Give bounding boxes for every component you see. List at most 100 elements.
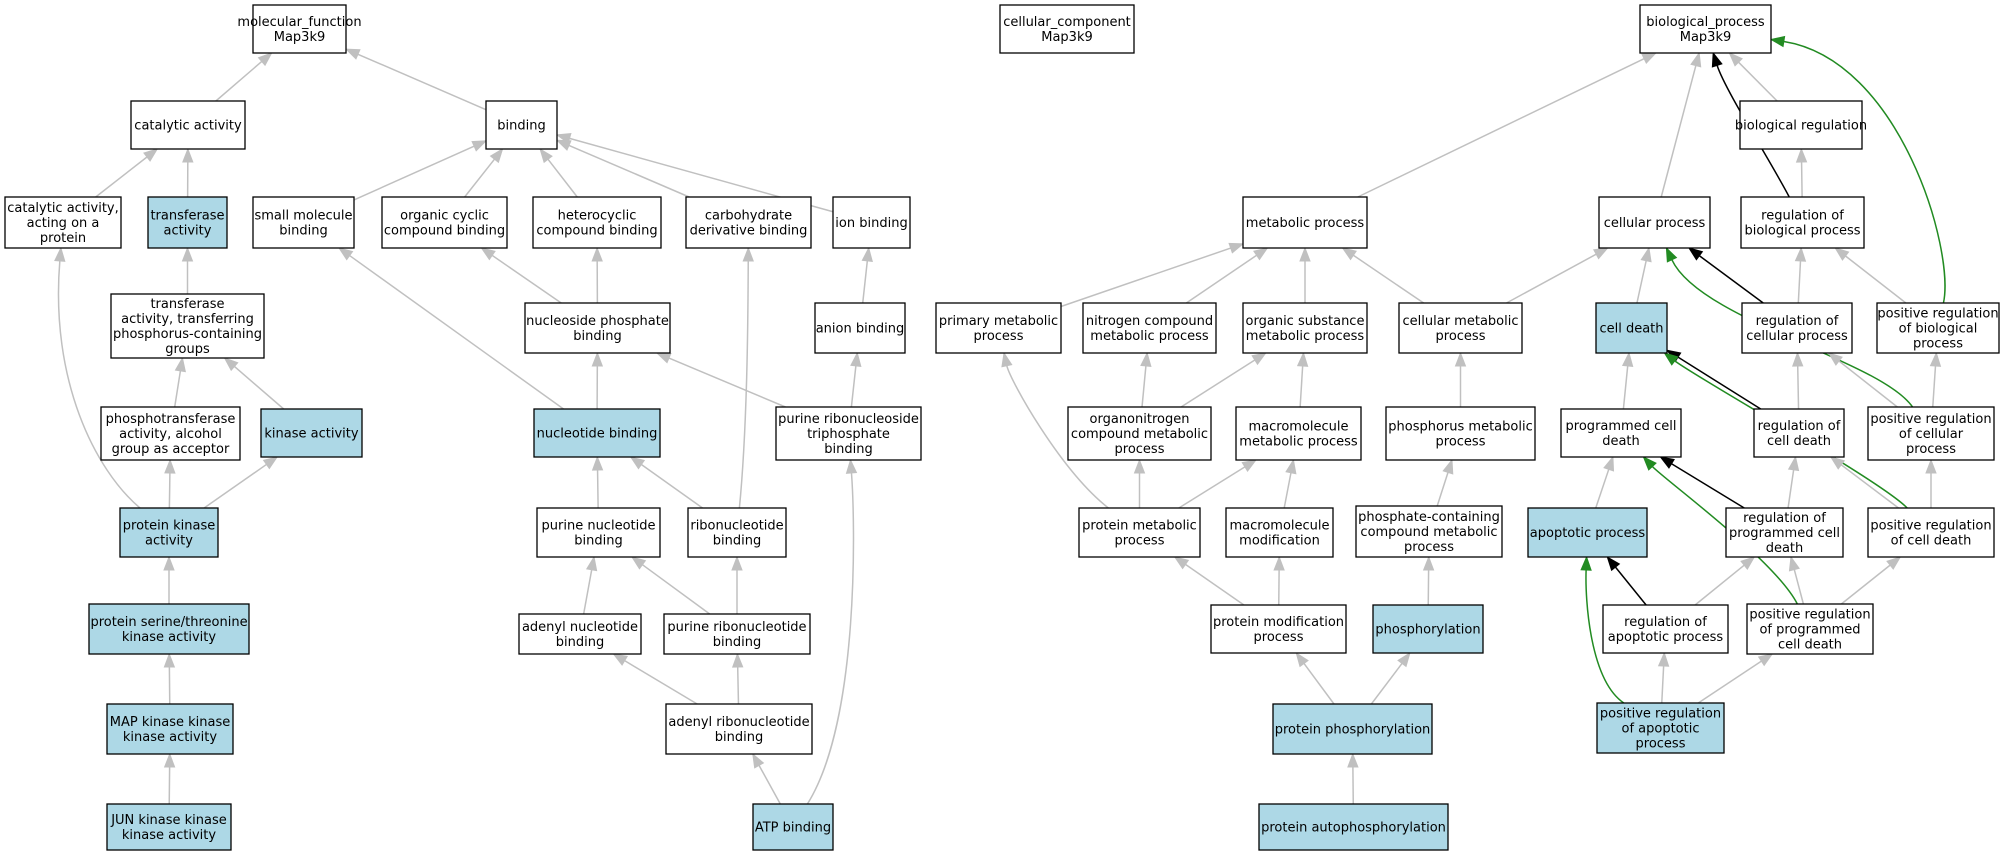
- go-term-node-cellp[interactable]: cellular process: [1598, 196, 1711, 249]
- go-term-node-apop[interactable]: apoptotic process: [1527, 507, 1648, 558]
- edge-layer: [54, 35, 1946, 805]
- node-box: [687, 507, 787, 558]
- node-label-line: process: [1404, 540, 1454, 555]
- edge-arrowhead: [731, 555, 743, 571]
- edge-rnb-to-ntb: [629, 456, 703, 509]
- edge-occb-to-bind: [464, 147, 504, 198]
- go-term-node-cat[interactable]: catalytic activity: [130, 100, 246, 150]
- edge-prpcd-to-prcd: [1840, 556, 1902, 605]
- node-label-line: metabolic process: [1090, 329, 1209, 344]
- edge-line: [491, 254, 562, 304]
- node-box: [532, 196, 662, 249]
- go-term-node-metp[interactable]: metabolic process: [1242, 196, 1368, 249]
- edge-line: [806, 472, 855, 805]
- edge-line: [624, 660, 698, 705]
- edge-prap-to-prpcd: [1697, 653, 1774, 704]
- edge-arrowhead: [1886, 556, 1902, 570]
- edge-line: [736, 666, 740, 705]
- edge-arrowhead: [1133, 458, 1146, 474]
- edge-pka-to-catprot: [54, 246, 141, 509]
- node-label-line: regulation of: [1624, 615, 1707, 630]
- edge-line: [568, 144, 690, 198]
- edge-line: [1283, 472, 1292, 509]
- edge-arrowhead: [181, 246, 194, 262]
- edge-line: [1185, 563, 1245, 606]
- node-label-line: transferase: [150, 297, 224, 312]
- edge-npb-to-hcb: [591, 246, 603, 304]
- edge-arrowhead: [143, 148, 159, 162]
- edge-line: [1370, 662, 1403, 705]
- go-term-node-papho[interactable]: protein autophosphorylation: [1258, 803, 1449, 851]
- edge-arrowhead: [1769, 35, 1786, 48]
- edge-arrowhead: [1792, 351, 1804, 367]
- edge-arrowhead: [555, 132, 572, 145]
- edge-arrowhead: [1788, 555, 1800, 572]
- edge-arrowhead: [742, 246, 754, 262]
- edge-arrowhead: [1341, 247, 1357, 261]
- edge-line: [596, 469, 599, 509]
- go-term-node-phos[interactable]: phosphorylation: [1372, 604, 1484, 654]
- edge-arrowhead: [1787, 455, 1800, 472]
- go-term-node-anb[interactable]: anion binding: [814, 302, 906, 354]
- node-label-line: MAP kinase kinase: [110, 715, 230, 730]
- node-label-line: kinase activity: [122, 828, 216, 843]
- go-term-node-bind[interactable]: binding: [485, 100, 558, 150]
- node-label-line: binding: [573, 329, 621, 344]
- go-term-node-ntb[interactable]: nucleotide binding: [533, 408, 661, 458]
- go-term-node-pphos[interactable]: protein phosphorylation: [1272, 703, 1433, 755]
- go-term-node-ionb[interactable]: ion binding: [832, 196, 911, 249]
- edge-arrowhead: [1794, 246, 1807, 262]
- edge-line: [1060, 247, 1231, 308]
- node-box: [999, 4, 1135, 54]
- go-term-node-cd[interactable]: cell death: [1595, 302, 1668, 354]
- go-term-node-breg[interactable]: biological regulation: [1735, 100, 1867, 150]
- go-term-node-kin[interactable]: kinase activity: [260, 408, 363, 458]
- edge-line: [1352, 254, 1425, 304]
- go-term-node-atp[interactable]: ATP binding: [752, 803, 834, 851]
